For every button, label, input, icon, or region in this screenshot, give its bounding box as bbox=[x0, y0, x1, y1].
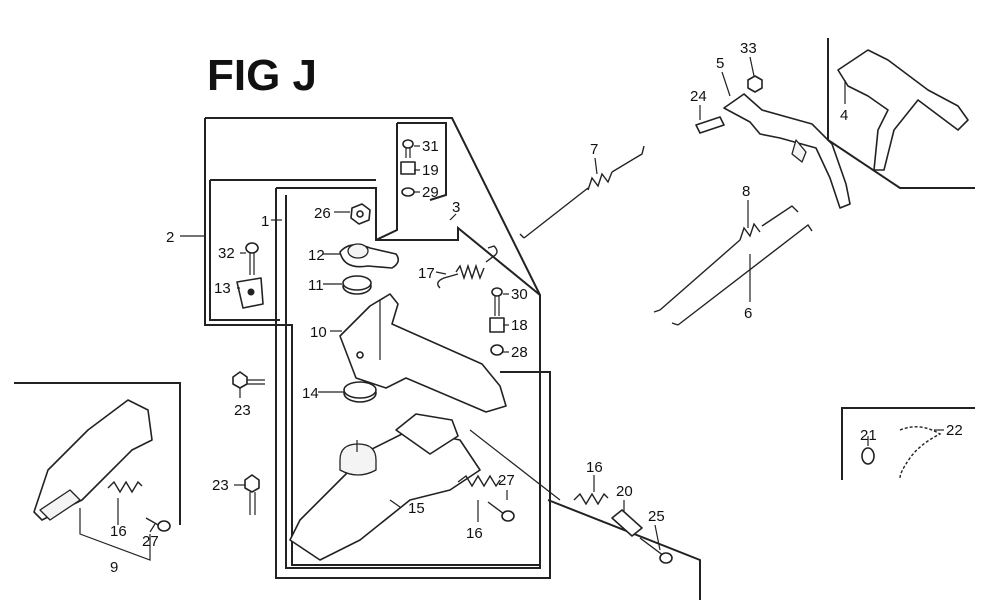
callout-16-throttle: 16 bbox=[586, 459, 603, 476]
nut-26 bbox=[350, 203, 371, 225]
callout-30: 30 bbox=[511, 286, 528, 303]
callout-6: 6 bbox=[744, 305, 752, 322]
clip-13 bbox=[236, 277, 264, 309]
frame-part-2-inner-left bbox=[209, 180, 280, 321]
washer-11 bbox=[342, 275, 372, 295]
callout-25: 25 bbox=[648, 508, 665, 525]
callout-15: 15 bbox=[408, 500, 425, 517]
bracket-15 bbox=[289, 413, 481, 561]
callout-21: 21 bbox=[860, 427, 877, 444]
rod-6 bbox=[671, 223, 813, 326]
leader-lines bbox=[117, 56, 944, 551]
callout-13: 13 bbox=[214, 280, 231, 297]
callout-26: 26 bbox=[314, 205, 331, 222]
callout-17: 17 bbox=[418, 265, 435, 282]
washer-14 bbox=[343, 381, 377, 403]
callout-27-detail: 27 bbox=[142, 533, 159, 550]
callout-2: 2 bbox=[166, 229, 174, 246]
frame-bolt-stack-left bbox=[375, 123, 398, 241]
callout-24: 24 bbox=[690, 88, 707, 105]
arm-4-assembly bbox=[827, 38, 975, 189]
callout-3: 3 bbox=[452, 199, 460, 216]
screw-32 bbox=[245, 242, 259, 275]
callout-4: 4 bbox=[840, 107, 848, 124]
callout-23-upper: 23 bbox=[234, 402, 251, 419]
callout-8: 8 bbox=[742, 183, 750, 200]
detail-box-chain bbox=[841, 407, 975, 480]
callout-32: 32 bbox=[218, 245, 235, 262]
bolt-23-upper bbox=[232, 371, 265, 389]
figure-title: FIG J bbox=[207, 51, 317, 100]
callout-9: 9 bbox=[110, 559, 118, 576]
callout-18: 18 bbox=[511, 317, 528, 334]
callout-11: 11 bbox=[308, 277, 324, 294]
callout-31: 31 bbox=[422, 138, 439, 155]
frame-arm-4 bbox=[827, 38, 975, 189]
frame-chain bbox=[841, 407, 975, 480]
bolt-27-main bbox=[487, 501, 515, 522]
callout-10: 10 bbox=[310, 324, 327, 341]
callout-labels: 2 1 26 12 11 10 14 32 13 23 23 15 31 19 … bbox=[110, 40, 963, 576]
frame-bolt-stack bbox=[397, 122, 447, 201]
callout-1: 1 bbox=[261, 213, 269, 230]
spring-rod-8 bbox=[653, 205, 799, 313]
callout-5: 5 bbox=[716, 55, 724, 72]
callout-16-main: 16 bbox=[466, 525, 483, 542]
spring-16-main bbox=[457, 474, 501, 488]
callout-12: 12 bbox=[308, 247, 325, 264]
callout-33: 33 bbox=[740, 40, 757, 57]
spring-17 bbox=[437, 245, 498, 289]
callout-16-detail: 16 bbox=[110, 523, 127, 540]
bolt-23-lower bbox=[244, 474, 260, 515]
spring-rod-7 bbox=[519, 145, 645, 239]
callout-22: 22 bbox=[946, 422, 963, 439]
bolt-30-18-28 bbox=[489, 287, 505, 356]
frame-throttle bbox=[547, 499, 701, 600]
detail-box-9 bbox=[14, 382, 181, 561]
leader-bracket-9 bbox=[79, 508, 151, 561]
leader-divider bbox=[469, 429, 561, 501]
detail-box-throttle bbox=[547, 492, 701, 600]
callout-7: 7 bbox=[590, 141, 598, 158]
callout-19: 19 bbox=[422, 162, 439, 179]
callout-14: 14 bbox=[302, 385, 319, 402]
bushing-12 bbox=[339, 243, 400, 269]
main-assembly-frames bbox=[204, 117, 561, 579]
frame-part-1-top bbox=[276, 187, 541, 296]
callout-20: 20 bbox=[616, 483, 633, 500]
callout-29: 29 bbox=[422, 184, 439, 201]
arm-5-assembly bbox=[695, 75, 851, 209]
frame-detail-9 bbox=[14, 382, 181, 525]
callout-28: 28 bbox=[511, 344, 528, 361]
callout-23-lower: 23 bbox=[212, 477, 229, 494]
frame-part-1-inner bbox=[285, 195, 541, 569]
bolt-stack-31-19-29 bbox=[400, 139, 416, 197]
lever-10 bbox=[339, 293, 507, 413]
frame-part-1 bbox=[275, 188, 551, 579]
callout-27-main: 27 bbox=[498, 472, 515, 489]
